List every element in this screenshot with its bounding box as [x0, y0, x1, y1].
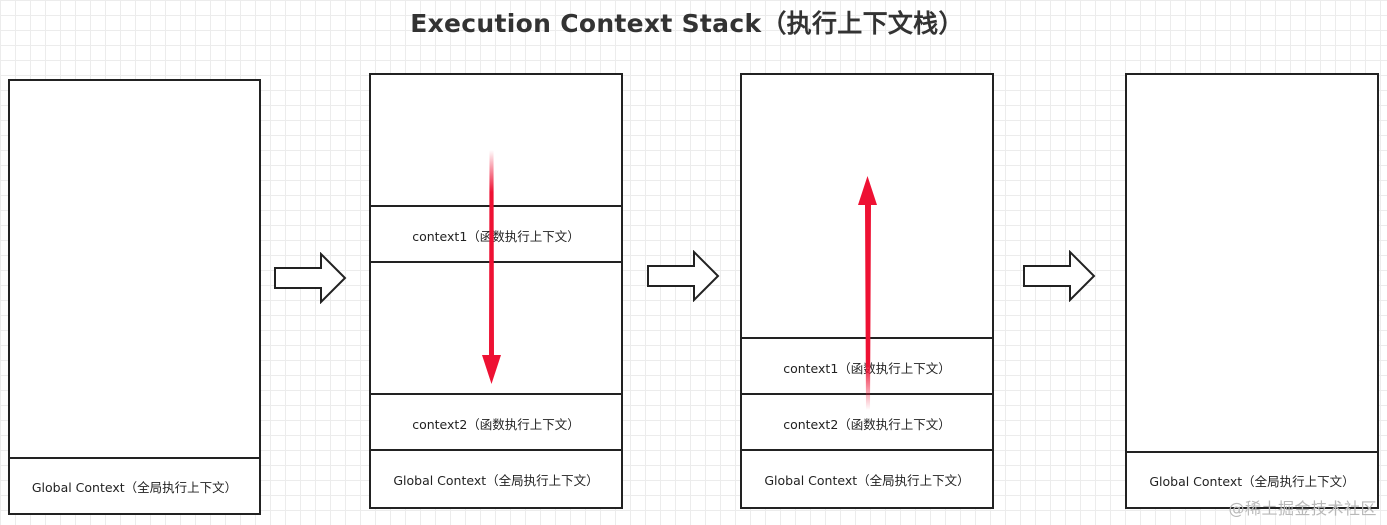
- global-context-cell: Global Context（全局执行上下文）: [1127, 451, 1377, 507]
- global-context-cell: Global Context（全局执行上下文）: [742, 449, 992, 507]
- empty-stack-slot: [371, 261, 621, 395]
- right-arrow-icon: [274, 252, 347, 304]
- diagram-title: Execution Context Stack（执行上下文栈）: [410, 9, 964, 38]
- stack-4: Global Context（全局执行上下文）: [1125, 73, 1379, 509]
- global-context-cell: Global Context（全局执行上下文）: [10, 457, 259, 513]
- stack-3: context1（函数执行上下文） context2（函数执行上下文） Glob…: [740, 73, 994, 509]
- global-context-cell: Global Context（全局执行上下文）: [371, 449, 621, 507]
- context1-cell: context1（函数执行上下文）: [742, 337, 992, 395]
- stack-2: context1（函数执行上下文） context2（函数执行上下文） Glob…: [369, 73, 623, 509]
- right-arrow-icon: [1023, 250, 1096, 302]
- watermark: @稀土掘金技术社区: [1228, 499, 1377, 518]
- context2-cell: context2（函数执行上下文）: [371, 393, 621, 451]
- context1-cell: context1（函数执行上下文）: [371, 205, 621, 263]
- right-arrow-icon: [647, 250, 720, 302]
- stack-1: Global Context（全局执行上下文）: [8, 79, 261, 515]
- context2-cell: context2（函数执行上下文）: [742, 393, 992, 451]
